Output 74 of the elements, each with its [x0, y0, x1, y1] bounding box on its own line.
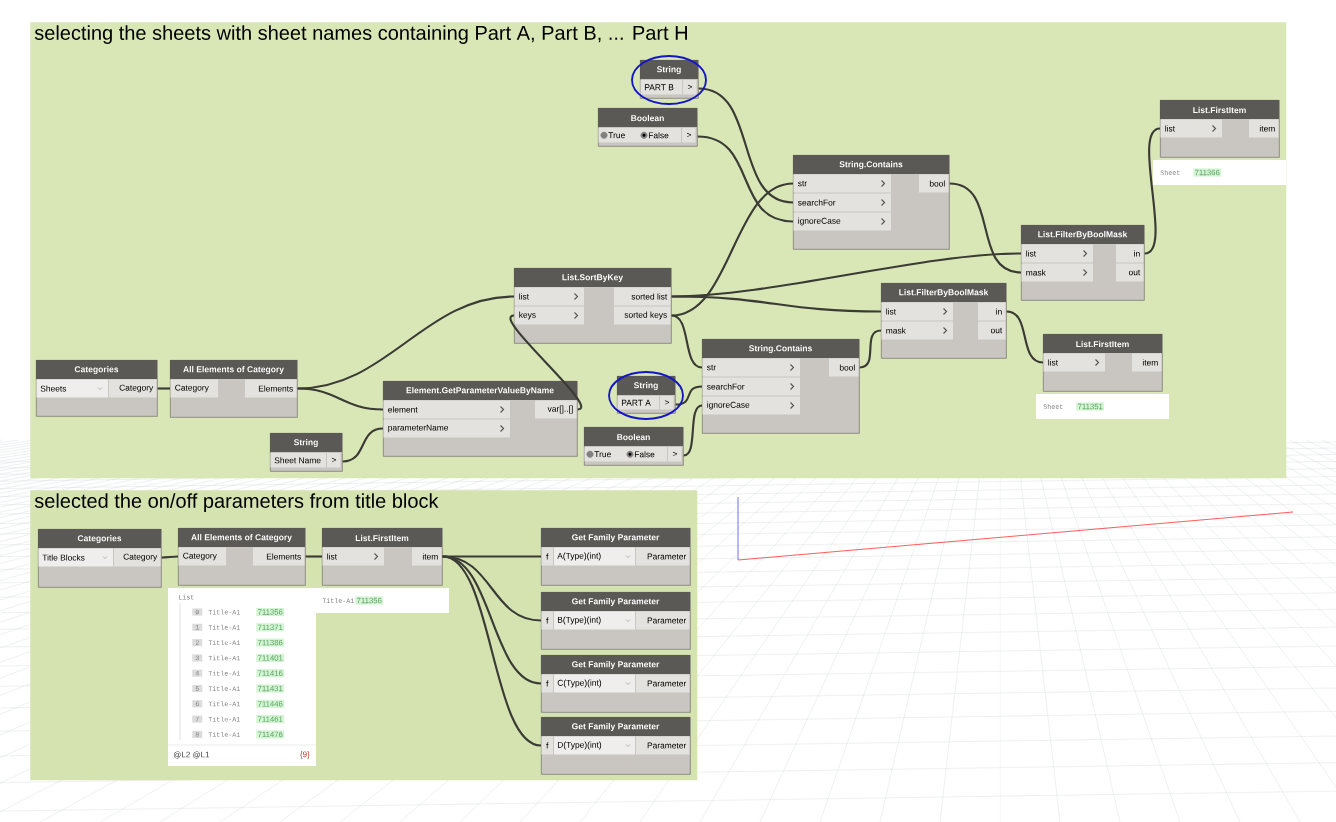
- radio-option: True: [600, 131, 625, 139]
- wire: [1006, 310, 1044, 364]
- wire: [859, 329, 882, 369]
- wire: [697, 135, 794, 223]
- wire: [161, 555, 179, 559]
- node-title: Boolean: [598, 108, 697, 127]
- item-count: {9}: [300, 751, 310, 759]
- node-title: List.FirstItem: [1043, 334, 1162, 353]
- node-title: List.FirstItem: [1160, 100, 1279, 119]
- dynamo-node: [541, 592, 691, 650]
- wire: [1144, 127, 1161, 255]
- wire: [509, 314, 582, 411]
- node-title: List.FilterByBoolMask: [1021, 225, 1144, 244]
- radio-option: True: [586, 450, 611, 458]
- output-button: >: [327, 453, 341, 468]
- dynamo-node: [598, 108, 698, 147]
- dynamo-node: [178, 528, 306, 586]
- wire: [675, 385, 703, 406]
- dynamo-node: [541, 655, 691, 713]
- node-title: Boolean: [584, 427, 683, 446]
- dynamo-node: [270, 433, 343, 472]
- radio-option: False: [626, 450, 655, 458]
- node-title: Get Family Parameter: [541, 655, 690, 674]
- branching-wire: [671, 252, 1022, 313]
- node-title: Get Family Parameter: [541, 592, 690, 611]
- node-title: All Elements of Category: [170, 360, 297, 379]
- dynamo-node: [584, 427, 684, 466]
- node-title: String: [617, 376, 675, 395]
- node-title: String.Contains: [793, 155, 949, 174]
- dynamo-node: [541, 528, 691, 586]
- dynamo-node: [383, 381, 578, 457]
- group-title: selected the on/off parameters from title block: [34, 493, 439, 512]
- output-button: >: [668, 447, 682, 462]
- node-title: String: [270, 433, 342, 452]
- node-title: Categories: [36, 360, 157, 379]
- wire: [305, 555, 322, 558]
- dynamo-node: [640, 60, 699, 99]
- dynamo-node: [702, 339, 860, 434]
- node-title: List.SortByKey: [514, 268, 671, 287]
- dynamo-node: [514, 268, 672, 344]
- node-title: Get Family Parameter: [541, 528, 690, 547]
- branching-wire: [297, 295, 515, 411]
- output-button: >: [682, 128, 696, 143]
- group-title: selecting the sheets with sheet names containing Part A, Part B, ... Part H: [34, 25, 687, 44]
- output-button: >: [660, 396, 674, 410]
- node-title: String: [640, 60, 698, 79]
- dynamo-node: [38, 529, 162, 588]
- branching-wire: [671, 182, 794, 369]
- wire: [949, 182, 1022, 274]
- node-title: All Elements of Category: [178, 528, 305, 547]
- node-title: List.FirstItem: [322, 528, 442, 547]
- node-title: List.FilterByBoolMask: [881, 283, 1006, 302]
- dynamo-node: [541, 717, 691, 775]
- dynamo-node: [170, 360, 298, 418]
- dynamo-node: [36, 360, 158, 417]
- dynamo-node: [1021, 225, 1145, 301]
- branching-wire: [442, 555, 542, 747]
- dynamo-node: [793, 155, 950, 250]
- dynamo-node: [1043, 334, 1163, 392]
- node-title: String.Contains: [702, 339, 859, 358]
- output-button: >: [683, 80, 697, 95]
- wire: [698, 87, 794, 204]
- dynamo-node: [617, 376, 676, 414]
- node-title: Get Family Parameter: [541, 717, 690, 736]
- dynamo-node: [881, 283, 1007, 359]
- node-title: Categories: [38, 529, 161, 548]
- list-level-label: @L2 @L1: [173, 751, 210, 759]
- wire: [683, 404, 703, 457]
- wire: [342, 427, 384, 463]
- wire: [157, 387, 170, 390]
- radio-option: False: [640, 131, 669, 139]
- node-title: Element.GetParameterValueByName: [383, 381, 577, 400]
- dynamo-node: [1160, 100, 1280, 158]
- dynamo-node: [322, 528, 443, 586]
